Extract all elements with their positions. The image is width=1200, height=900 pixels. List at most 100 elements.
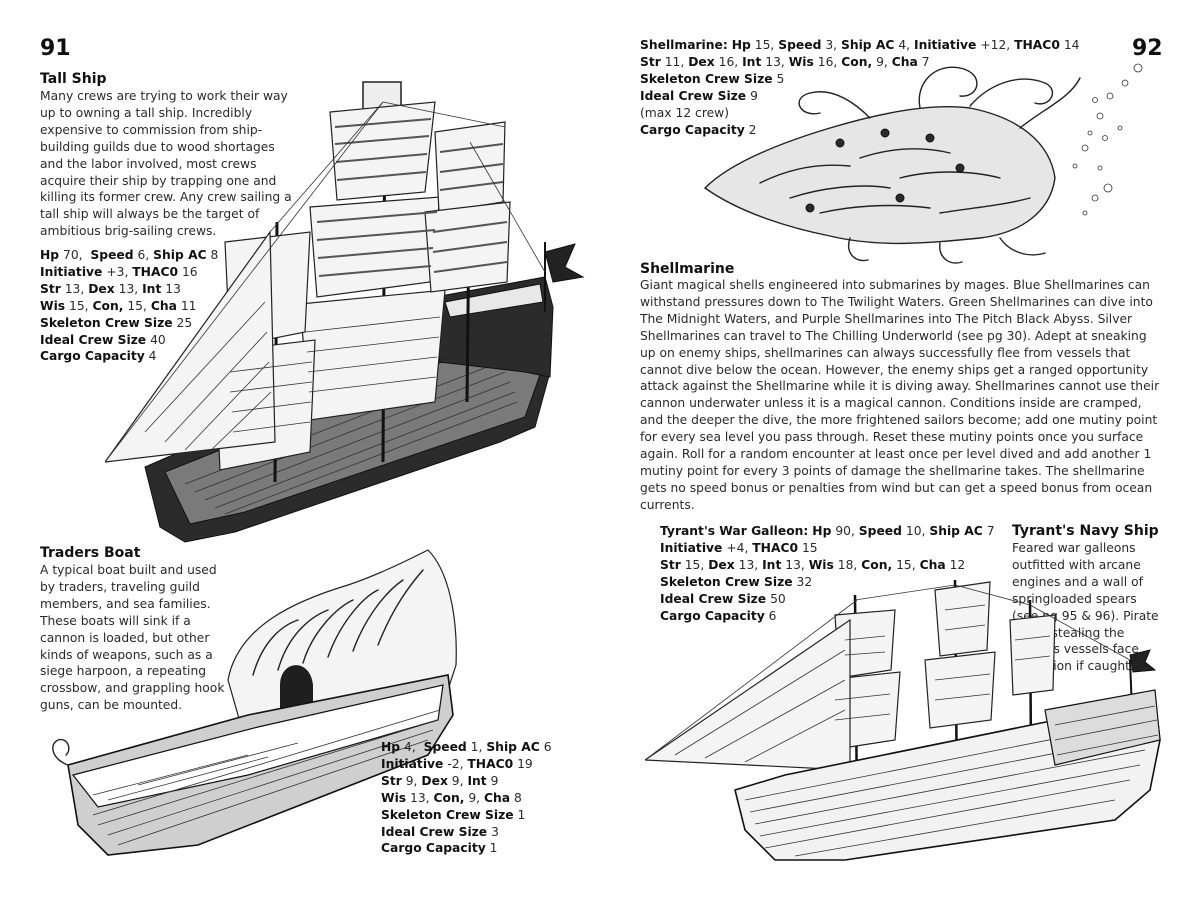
thac0-label: THAC0 bbox=[467, 756, 514, 771]
skeleton-crew-value: 5 bbox=[776, 71, 785, 86]
thac0-value: 14 bbox=[1063, 38, 1080, 52]
wis-label: Wis bbox=[40, 298, 66, 313]
speed-value: 1, bbox=[470, 740, 483, 754]
skeleton-crew-label: Skeleton Crew Size bbox=[660, 574, 793, 589]
stat-line-ideal-crew: Ideal Crew Size 9 bbox=[640, 88, 1060, 105]
ideal-crew-label: Ideal Crew Size bbox=[40, 332, 147, 347]
stat-line-str: Str 11, Dex 16, Int 13, Wis 16, Con, 9, … bbox=[640, 54, 1060, 71]
cargo-capacity-value: 1 bbox=[489, 841, 498, 856]
ideal-crew-label: Ideal Crew Size bbox=[381, 824, 488, 839]
con-value: 15, bbox=[127, 298, 147, 313]
war-galleon-illustration bbox=[645, 560, 1175, 870]
ship-ac-label: Ship AC bbox=[153, 248, 207, 262]
ideal-crew-value: 50 bbox=[770, 591, 786, 606]
dex-label: Dex bbox=[688, 54, 715, 69]
hp-label: Hp bbox=[731, 38, 751, 52]
speed-value: 3, bbox=[825, 38, 838, 52]
stat-line-cargo: Cargo Capacity 1 bbox=[381, 840, 581, 857]
ship-ac-value: 8 bbox=[210, 248, 219, 262]
skeleton-crew-label: Skeleton Crew Size bbox=[381, 807, 514, 822]
ideal-crew-note: (max 12 crew) bbox=[640, 105, 730, 120]
shellmarine-stats: Shellmarine: Hp 15, Speed 3, Ship AC 4, … bbox=[640, 37, 1079, 139]
cargo-capacity-label: Cargo Capacity bbox=[381, 841, 486, 856]
ideal-crew-value: 40 bbox=[150, 332, 166, 347]
initiative-value: +4, bbox=[726, 540, 749, 555]
int-value: 13, bbox=[785, 557, 805, 572]
speed-label: Speed bbox=[858, 524, 902, 538]
cha-value: 7 bbox=[921, 54, 930, 69]
speed-value: 6, bbox=[137, 248, 150, 262]
initiative-label: Initiative bbox=[40, 264, 103, 279]
traders-boat-title: Traders Boat bbox=[40, 545, 141, 561]
skeleton-crew-value: 25 bbox=[176, 315, 193, 330]
cha-label: Cha bbox=[891, 54, 918, 69]
stat-line-initiative: Initiative -2, THAC0 19 bbox=[381, 756, 581, 773]
hp-label: Hp bbox=[381, 740, 401, 754]
str-value: 11, bbox=[664, 54, 685, 69]
int-label: Int bbox=[742, 54, 762, 69]
hp-label: Hp bbox=[812, 524, 832, 538]
stat-line-skeleton-crew: Skeleton Crew Size 1 bbox=[381, 807, 581, 824]
wis-label: Wis bbox=[808, 557, 834, 572]
cargo-capacity-value: 4 bbox=[148, 349, 157, 364]
speed-label: Speed bbox=[90, 248, 134, 262]
str-value: 15, bbox=[684, 557, 705, 572]
traders-boat-illustration bbox=[48, 545, 468, 865]
ideal-crew-label: Ideal Crew Size bbox=[660, 591, 767, 606]
str-label: Str bbox=[640, 54, 661, 69]
initiative-label: Initiative bbox=[660, 540, 723, 555]
wis-value: 18, bbox=[837, 557, 858, 572]
str-value: 13, bbox=[64, 281, 85, 296]
skeleton-crew-label: Skeleton Crew Size bbox=[40, 315, 173, 330]
int-value: 13 bbox=[165, 281, 181, 296]
cha-value: 11 bbox=[180, 298, 197, 313]
wis-value: 16, bbox=[817, 54, 838, 69]
shellmarine-illustration bbox=[700, 48, 1145, 268]
cargo-capacity-label: Cargo Capacity bbox=[40, 349, 145, 364]
stat-line-str: Str 9, Dex 9, Int 9 bbox=[381, 773, 581, 790]
stat-line-hp: Hp 70, Speed 6, Ship AC 8 bbox=[40, 247, 270, 264]
ideal-crew-value: 9 bbox=[750, 88, 758, 103]
str-label: Str bbox=[381, 773, 402, 788]
stat-line-cargo: Cargo Capacity 4 bbox=[40, 348, 270, 365]
stat-line-ideal-crew: Ideal Crew Size 50 bbox=[660, 591, 1000, 608]
speed-label: Speed bbox=[423, 740, 467, 754]
stat-line-skeleton-crew: Skeleton Crew Size 25 bbox=[40, 315, 270, 332]
page-number-left: 91 bbox=[40, 36, 71, 61]
cha-value: 12 bbox=[949, 557, 966, 572]
thac0-label: THAC0 bbox=[752, 540, 799, 555]
int-label: Int bbox=[142, 281, 162, 296]
dex-value: 9, bbox=[451, 773, 464, 788]
ideal-crew-label: Ideal Crew Size bbox=[640, 88, 747, 103]
tall-ship-title: Tall Ship bbox=[40, 71, 107, 87]
initiative-label: Initiative bbox=[381, 756, 444, 771]
dex-value: 16, bbox=[718, 54, 739, 69]
hp-value: 70, bbox=[63, 248, 83, 262]
int-label: Int bbox=[467, 773, 487, 788]
wis-label: Wis bbox=[381, 790, 407, 805]
stat-line-initiative: Initiative +4, THAC0 15 bbox=[660, 540, 1000, 557]
cargo-capacity-value: 6 bbox=[768, 608, 777, 623]
shellmarine-title: Shellmarine bbox=[640, 261, 735, 277]
hp-value: 4, bbox=[404, 740, 416, 754]
ship-ac-value: 4, bbox=[898, 38, 911, 52]
thac0-value: 15 bbox=[801, 540, 818, 555]
cha-label: Cha bbox=[150, 298, 177, 313]
stat-line-ideal-crew: Ideal Crew Size 3 bbox=[381, 824, 581, 841]
traders-boat-stats: Hp 4, Speed 1, Ship AC 6 Initiative -2, … bbox=[381, 739, 581, 857]
speed-label: Speed bbox=[778, 38, 822, 52]
dex-value: 13, bbox=[738, 557, 759, 572]
stat-line-cargo: Cargo Capacity 2 bbox=[640, 122, 1060, 139]
int-value: 9 bbox=[490, 773, 499, 788]
cargo-capacity-label: Cargo Capacity bbox=[660, 608, 765, 623]
wis-value: 13, bbox=[410, 790, 430, 805]
cargo-capacity-label: Cargo Capacity bbox=[640, 122, 745, 137]
initiative-value: -2, bbox=[447, 756, 464, 771]
thac0-value: 19 bbox=[517, 756, 533, 771]
ship-ac-label: Ship AC bbox=[840, 38, 895, 52]
con-value: 9, bbox=[468, 790, 481, 805]
page-number-right: 92 bbox=[1132, 36, 1163, 61]
thac0-value: 16 bbox=[181, 264, 198, 279]
dex-value: 13, bbox=[118, 281, 139, 296]
ship-ac-value: 6 bbox=[543, 740, 552, 754]
